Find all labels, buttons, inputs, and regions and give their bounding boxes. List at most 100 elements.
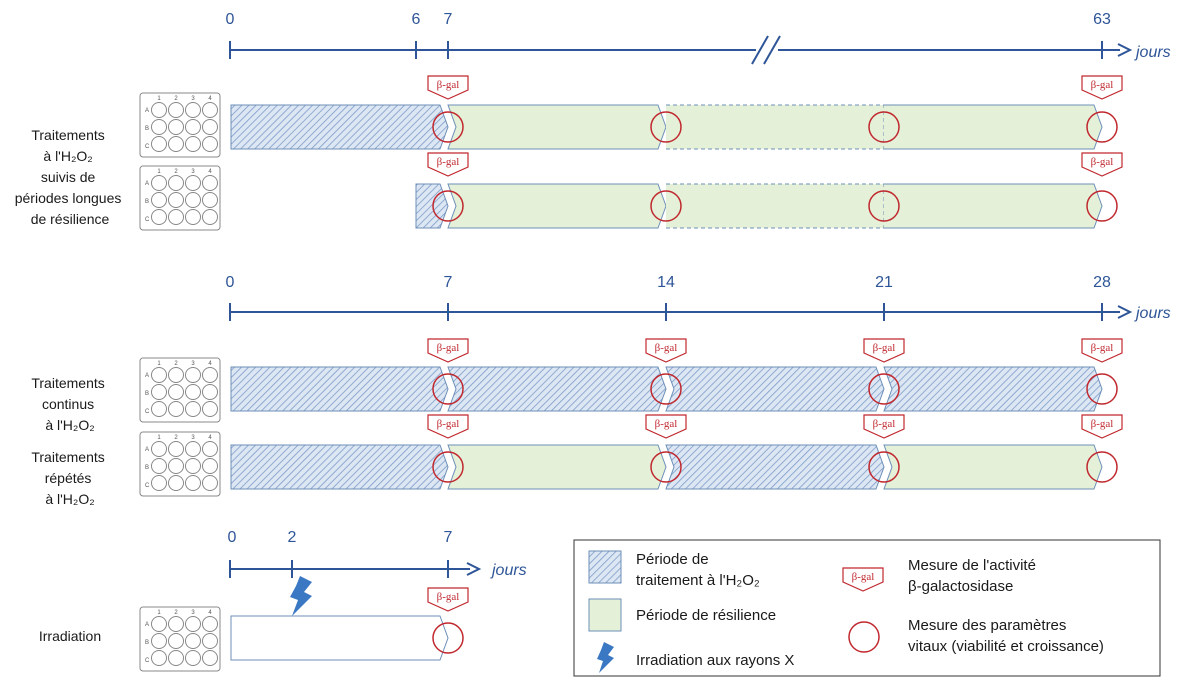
plate-well xyxy=(168,633,184,649)
plate-row-label: A xyxy=(145,622,149,628)
timeline-bottom: 0 2 7 jours xyxy=(228,529,527,616)
culture-bar xyxy=(230,615,449,661)
plate-well xyxy=(185,458,201,474)
plate-column-label: 1 xyxy=(157,435,161,441)
lightning-icon xyxy=(290,576,312,616)
plate-well xyxy=(151,209,167,225)
tick-label: 2 xyxy=(288,529,297,546)
resilience-bar-dashed xyxy=(666,104,885,150)
tick-label: 0 xyxy=(226,274,235,291)
plate-row-label: C xyxy=(145,144,150,150)
bgal-marker-icon: β-gal xyxy=(427,587,469,612)
plate-well xyxy=(202,192,218,208)
timeline-middle: 0 7 14 21 28 jours xyxy=(226,274,1171,322)
plate-well xyxy=(168,119,184,135)
plate-well xyxy=(202,119,218,135)
plate-well xyxy=(168,209,184,225)
treatment-bar xyxy=(665,366,885,412)
tick-label: 63 xyxy=(1093,11,1111,28)
plate-row-label: C xyxy=(145,409,150,415)
plate-well xyxy=(202,102,218,118)
bgal-marker-icon: β-gal xyxy=(1081,338,1123,363)
tick-label: 0 xyxy=(228,529,237,546)
svg-text:β-gal: β-gal xyxy=(873,342,896,354)
plate-well xyxy=(151,616,167,632)
plate-well xyxy=(151,175,167,191)
legend-resilience-label: Période de résilience xyxy=(636,607,776,624)
plate-column-label: 3 xyxy=(191,610,195,616)
vital-measure-icon xyxy=(650,373,682,405)
tick-label: 7 xyxy=(444,529,453,546)
plate-well xyxy=(168,102,184,118)
bgal-marker-icon: β-gal xyxy=(863,414,905,439)
plate-well xyxy=(151,401,167,417)
plate-well xyxy=(185,616,201,632)
vital-measure-icon xyxy=(868,451,900,483)
vital-measure-icon xyxy=(432,111,464,143)
bgal-marker-icon: β-gal xyxy=(427,152,469,177)
plate-well xyxy=(202,633,218,649)
vital-measure-icon xyxy=(868,190,900,222)
group-label: Traitements à l'H₂O₂ suivis de périodes … xyxy=(15,127,126,227)
svg-text:β-gal: β-gal xyxy=(437,79,460,91)
vital-measure-icon xyxy=(432,622,464,654)
plate-well xyxy=(202,475,218,491)
plate-well xyxy=(151,650,167,666)
bgal-marker-icon: β-gal xyxy=(427,75,469,100)
plate-well xyxy=(168,475,184,491)
plate-well xyxy=(202,458,218,474)
plate-well xyxy=(151,119,167,135)
vital-measure-icon xyxy=(650,451,682,483)
svg-text:β-gal: β-gal xyxy=(437,418,460,430)
svg-text:β-gal: β-gal xyxy=(852,571,875,583)
vital-measure-icon xyxy=(1086,190,1118,222)
plate-column-label: 1 xyxy=(157,169,161,175)
plate-well xyxy=(185,475,201,491)
plate-well xyxy=(151,633,167,649)
resilience-bar-dashed xyxy=(666,183,885,229)
bgal-marker-icon: β-gal xyxy=(427,338,469,363)
vital-measure-icon xyxy=(868,111,900,143)
plate-well xyxy=(185,650,201,666)
plate-column-label: 2 xyxy=(174,169,178,175)
plate-well xyxy=(151,441,167,457)
plate-well xyxy=(151,136,167,152)
group-label: Traitements répétés à l'H₂O₂ xyxy=(31,449,108,507)
plate-well xyxy=(185,441,201,457)
plate-well xyxy=(185,119,201,135)
legend-box xyxy=(573,539,1161,677)
lightning-icon xyxy=(597,642,614,673)
plate-well xyxy=(202,367,218,383)
plate-well xyxy=(151,458,167,474)
plate-row-label: B xyxy=(145,391,149,397)
plate-well xyxy=(202,616,218,632)
plate-well xyxy=(168,175,184,191)
tick-label: 6 xyxy=(412,11,421,28)
group-long-resilience: Traitements à l'H₂O₂ suivis de périodes … xyxy=(15,75,1123,231)
plate-column-label: 3 xyxy=(191,361,195,367)
axis-unit-label: jours xyxy=(1134,305,1171,322)
plate-well xyxy=(185,384,201,400)
vital-measure-icon xyxy=(650,190,682,222)
plate-row-label: B xyxy=(145,126,149,132)
plate-well xyxy=(151,192,167,208)
plate-well xyxy=(168,136,184,152)
tick-label: 0 xyxy=(226,11,235,28)
resilience-swatch xyxy=(588,598,622,632)
plate-well xyxy=(168,192,184,208)
svg-text:β-gal: β-gal xyxy=(873,418,896,430)
plate-column-label: 3 xyxy=(191,169,195,175)
plate-well xyxy=(185,175,201,191)
axis-arrow-icon xyxy=(1117,43,1133,57)
svg-text:β-gal: β-gal xyxy=(655,418,678,430)
timeline-top: 0 6 7 63 jours xyxy=(226,11,1171,65)
vital-measure-icon xyxy=(1086,451,1118,483)
